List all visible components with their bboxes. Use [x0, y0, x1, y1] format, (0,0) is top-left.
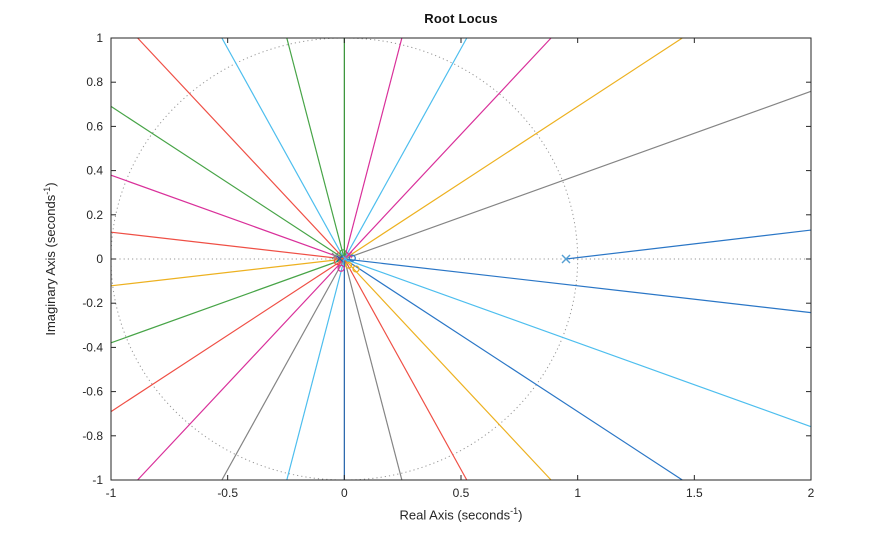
x-tick-label: 1: [574, 486, 581, 500]
x-axis-label-superscript: -1: [510, 506, 519, 516]
locus-branch: [286, 258, 345, 481]
y-tick-label: 1: [96, 31, 103, 45]
y-tick-label: -0.2: [82, 296, 103, 310]
origin-zero-marker: [352, 265, 360, 273]
plot-title: Root Locus: [424, 11, 498, 26]
locus-branch: [110, 258, 345, 413]
locus-branch: [137, 258, 345, 481]
x-tick-label: 1.5: [686, 486, 703, 500]
y-axis-label-superscript: -1: [41, 186, 52, 195]
y-tick-label: 0: [96, 252, 103, 266]
locus-branch: [344, 90, 812, 260]
origin-zero-marker: [348, 254, 356, 262]
x-axis-label-text: Real Axis (seconds: [399, 507, 511, 523]
locus-branches: [110, 37, 812, 481]
real-axis-pole-marker: [561, 254, 571, 264]
locus-branch: [344, 258, 812, 428]
axes-box: -1 -0.5 0 0.5 1 1.5 2 1 0.8 0.6 0.4 0.2 0 -0.2 -0.4 -0.…: [82, 31, 814, 500]
y-tick-label: 0.8: [86, 75, 103, 89]
locus-branch: [221, 258, 345, 481]
x-tick-label: -1: [106, 486, 117, 500]
x-tick-label: 0.5: [453, 486, 470, 500]
x-tick-label: -0.5: [217, 486, 238, 500]
origin-marker-cluster: [331, 249, 360, 273]
locus-branch: [286, 37, 345, 260]
y-axis-label-text: Imaginary Axis (seconds: [43, 194, 59, 336]
locus-branch: [343, 37, 552, 260]
y-tick-label: 0.4: [86, 164, 103, 178]
locus-branch: [343, 37, 468, 260]
x-tick-label: 2: [808, 486, 815, 500]
locus-branch: [344, 258, 812, 314]
y-axis-label-close: ): [43, 182, 59, 187]
y-tick-label: 0.2: [86, 208, 103, 222]
locus-branch: [221, 37, 345, 260]
origin-pole-marker: [331, 252, 339, 260]
origin-pole-marker: [345, 251, 353, 259]
y-tick-label: -0.6: [82, 385, 103, 399]
origin-zero-marker: [337, 264, 345, 272]
x-axis-label-close: ): [518, 507, 523, 523]
y-tick-label: -1: [92, 473, 103, 487]
origin-zero-marker: [344, 261, 353, 269]
locus-branch: [110, 258, 345, 287]
locus-branch: [110, 105, 345, 260]
locus-branch: [344, 37, 683, 260]
locus-branch: [110, 258, 345, 344]
pole-branch: [565, 229, 812, 260]
locus-branch: [137, 37, 345, 260]
y-tick-label: -0.8: [82, 429, 103, 443]
x-tick-label: 0: [341, 486, 348, 500]
locus-branch: [110, 231, 345, 260]
y-tick-label: -0.4: [82, 340, 103, 354]
locus-branch: [343, 258, 552, 481]
y-tick-label: 0.6: [86, 119, 103, 133]
locus-branch: [343, 258, 468, 481]
locus-branch: [343, 37, 403, 260]
locus-branch: [110, 174, 345, 260]
x-axis-label: Real Axis (seconds-1): [111, 506, 811, 522]
reference-lines: [110, 37, 811, 481]
locus-branch: [343, 258, 403, 481]
y-axis-label: Imaginary Axis (seconds-1): [42, 182, 58, 335]
origin-pole-marker: [336, 255, 344, 262]
locus-branch: [344, 258, 683, 481]
